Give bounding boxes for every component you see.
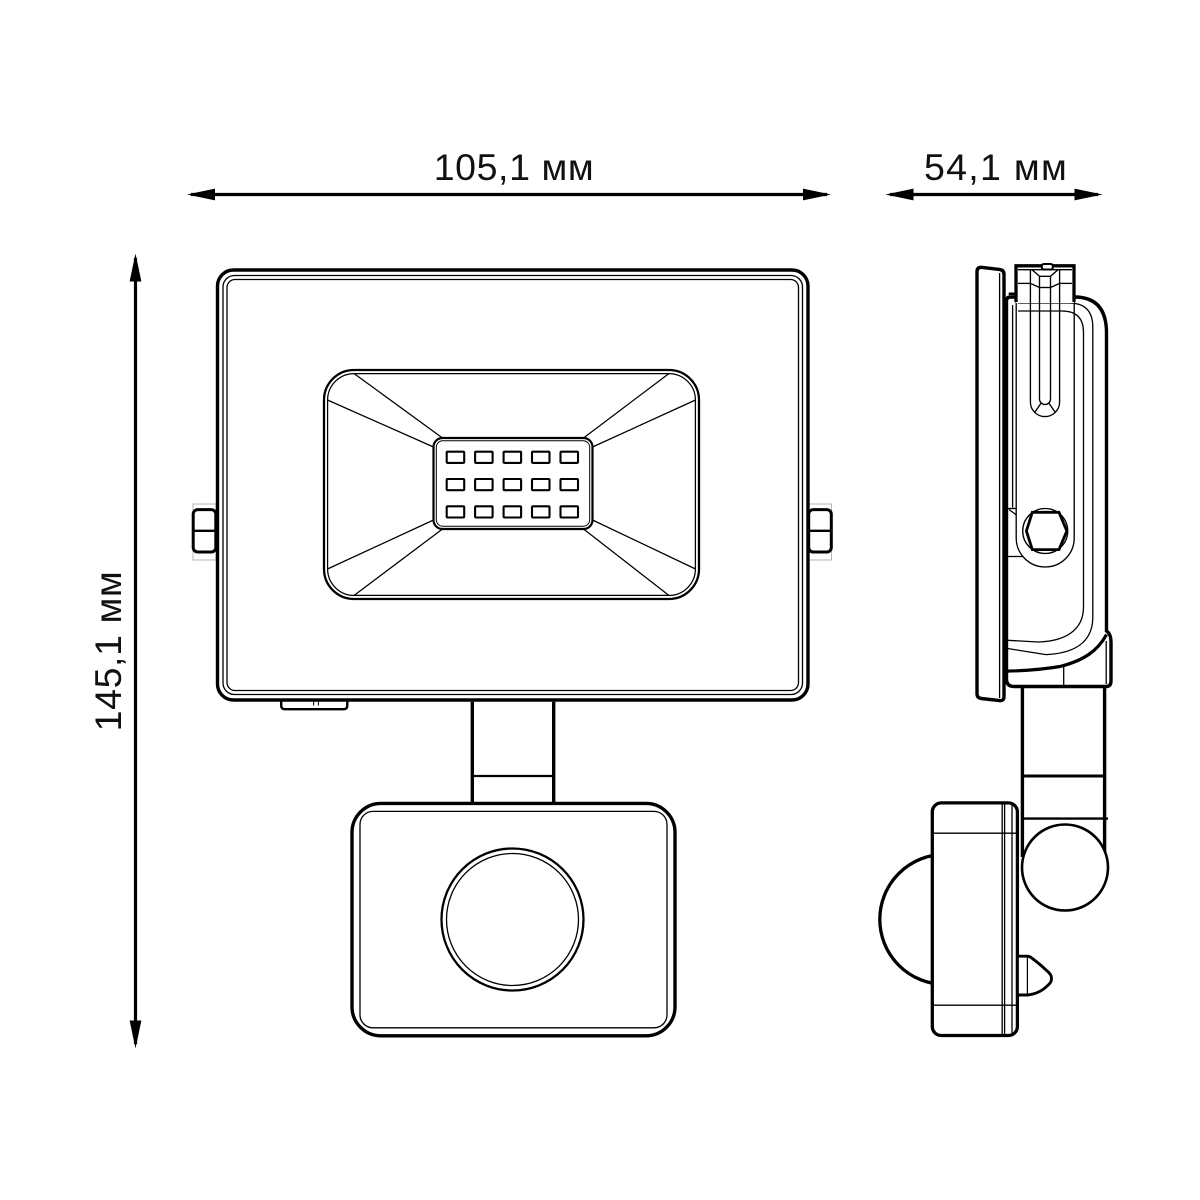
svg-text:54,1 мм: 54,1 мм	[924, 146, 1068, 188]
svg-text:105,1 мм: 105,1 мм	[434, 146, 595, 188]
svg-text:145,1 мм: 145,1 мм	[87, 571, 129, 732]
